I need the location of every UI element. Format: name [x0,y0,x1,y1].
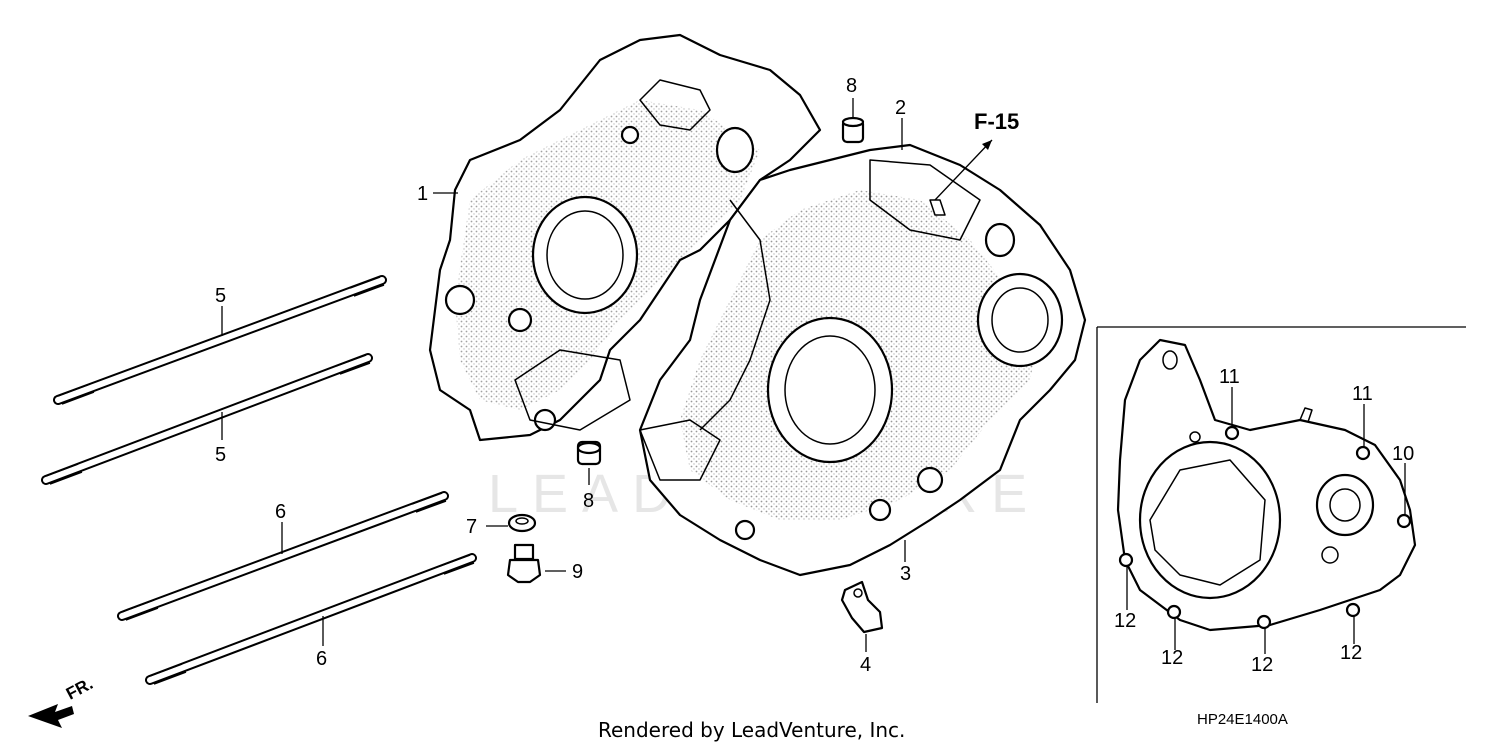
dowel-pin-8-upper[interactable] [841,116,865,144]
callout-12-a: 12 [1114,610,1136,632]
stud-bolt-6-lower[interactable] [145,553,477,685]
footer-credit: Rendered by LeadVenture, Inc. [598,718,905,742]
callout-12-c: 12 [1251,654,1273,676]
callout-11-right: 11 [1352,383,1373,405]
callout-5-upper: 5 [215,285,226,307]
callout-8-upper: 8 [846,75,857,97]
diagram-code: HP24E1400A [1197,711,1288,728]
callout-12-d: 12 [1340,642,1362,664]
clamp-4[interactable] [840,580,884,634]
breather-tube-arrow [934,139,993,201]
inset-crankcase-right-view[interactable] [1116,338,1417,632]
leader-lines [221,98,1406,654]
right-crankcase-half[interactable] [638,143,1087,577]
callout-2: 2 [895,97,906,119]
callout-6-upper: 6 [275,501,286,523]
front-direction-arrow-icon: FR. [28,674,96,728]
callout-5-lower: 5 [215,444,226,466]
callout-9: 9 [572,561,583,583]
callout-6-lower: 6 [316,648,327,670]
stud-bolt-5-upper[interactable] [53,275,387,405]
left-crankcase-half[interactable] [428,33,822,442]
callout-1: 1 [417,183,428,205]
stud-bolt-6-upper[interactable] [117,491,449,621]
callout-8-lower: 8 [583,490,594,512]
callout-7: 7 [466,516,477,538]
callout-4: 4 [860,654,871,676]
stud-bolt-5-lower[interactable] [41,353,373,485]
drain-bolt-9[interactable] [506,543,542,584]
inset-panel [1096,326,1466,703]
reference-label-f15[interactable]: F-15 [974,109,1019,134]
callout-11-left: 11 [1219,366,1240,388]
front-direction-label: FR. [63,674,96,704]
callout-10: 10 [1392,443,1414,465]
callout-3: 3 [900,563,911,585]
callout-12-b: 12 [1161,647,1183,669]
dowel-pin-8-lower[interactable] [576,440,602,466]
sealing-washer-7[interactable] [507,513,537,533]
